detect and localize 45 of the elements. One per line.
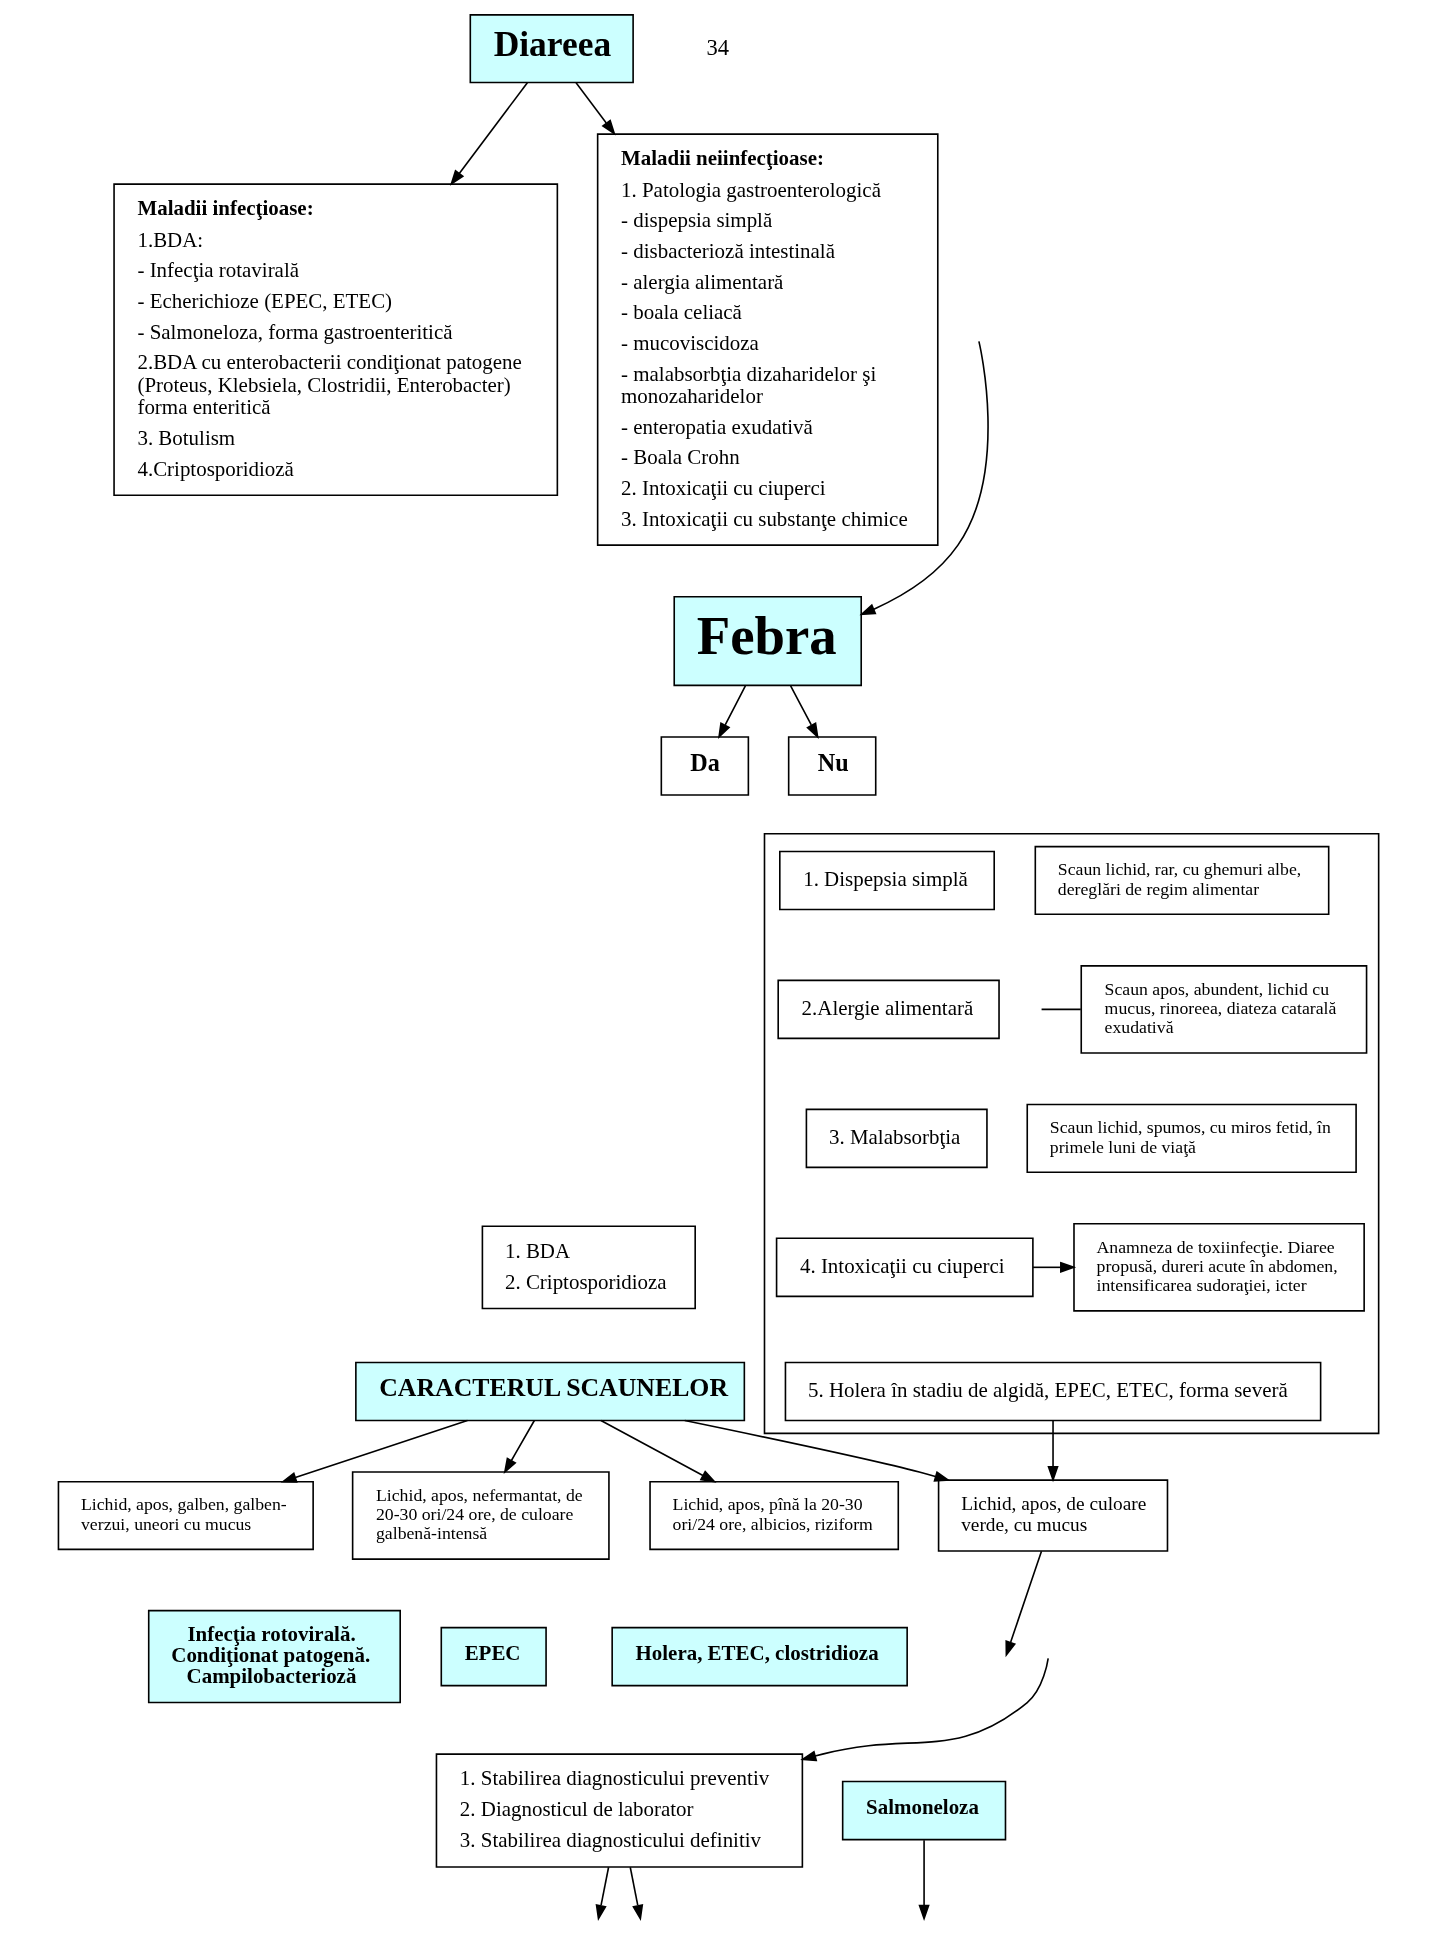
node-box: Maladii neiinfecţioase: 1. Patologia gastroenterologică - dispepsia simplă - disbacterioză intestinală - alergia alimentară - boala celiacă - mucoviscidoza - malabsorbţia dizaharidelor şi monozaharidelor - enteropatia exudativă - Boala Crohn 2. Intoxicaţii cu ciuperci 3. Intoxicaţii cu substanţe chimice: [596, 133, 939, 546]
arrow: [595, 1866, 610, 1921]
node-box: 1. BDA 2. Criptosporidioza: [481, 1225, 696, 1310]
node-box: Infecţia rotovirală. Condiţionat patogenă. Campilobacterioză: [147, 1609, 401, 1704]
node-box: Scaun lichid, rar, cu ghemuri albe, dereglări de regim alimentar: [1034, 845, 1330, 916]
node-box: Maladii infecţioase: 1.BDA: - Infecţia rotavirală - Echerichioze (EPEC, ETEC) - Salmoneloza, forma gastroenteritică 2.BDA cu enterobacterii condiţionat patogene (Proteus, Klebsiela, Clostridii, Enterobacter) forma enteritică 3. Botulism 4.Criptosporidioză: [113, 183, 559, 496]
arrow: [629, 1866, 644, 1921]
arrow: [575, 81, 616, 136]
arrow: [449, 81, 529, 186]
node-box: Febra: [673, 595, 862, 687]
node-box: EPEC: [440, 1626, 547, 1687]
arrow: [503, 1419, 536, 1475]
arrow: [1032, 1261, 1077, 1273]
node-box: CARACTERUL SCAUNELOR: [355, 1361, 746, 1422]
arrow: [600, 1419, 717, 1483]
arrow: [717, 685, 747, 739]
arrow: [1005, 1550, 1043, 1658]
arrow: [800, 1657, 1049, 1762]
arrow: [918, 1839, 930, 1921]
node-box: Scaun lichid, spumos, cu miros fetid, în primele luni de viaţă: [1026, 1103, 1357, 1174]
label: 34: [706, 34, 730, 60]
node-box: Holera, ETEC, clostridioza: [611, 1626, 908, 1687]
arrow: [859, 340, 989, 616]
node-box: 2.Alergie alimentară: [777, 979, 1000, 1040]
arrow: [789, 685, 819, 739]
node-box: Lichid, apos, de culoare verde, cu mucus: [937, 1479, 1169, 1552]
node-box: 4. Intoxicaţii cu ciuperci: [775, 1237, 1034, 1298]
node-box: 5. Holera în stadiu de algidă, EPEC, ETEC, forma severă: [784, 1361, 1322, 1422]
arrow: [280, 1419, 469, 1483]
node-box: Anamneza de toxiinfecţie. Diaree propusă, dureri acute în abdomen, intensificarea sudoraţiei, icter: [1073, 1223, 1365, 1312]
node-box: 3. Malabsorbţia: [805, 1108, 988, 1169]
node-box: Scaun apos, abundent, lichid cu mucus, rinoreea, diateza catarală exudativă: [1080, 965, 1368, 1054]
node-box: Lichid, apos, nefermantat, de 20-30 ori/24 ore, de culoare galbenă-intensă: [351, 1471, 610, 1560]
connector: [1040, 1008, 1082, 1011]
arrow: [1047, 1419, 1059, 1483]
node-box: 1. Stabilirea diagnosticului preventiv 2. Diagnosticul de laborator 3. Stabilirea diagnosticului definitiv: [435, 1753, 804, 1868]
node-box: Diareea: [469, 14, 634, 84]
arrow: [683, 1419, 951, 1482]
node-box: 1. Dispepsia simplă: [779, 850, 995, 911]
node-box: Lichid, apos, galben, galben-verzui, uneori cu mucus: [57, 1480, 314, 1551]
node-box: Salmoneloza: [841, 1780, 1007, 1841]
node-box: Lichid, apos, pînă la 20-30 ori/24 ore, albicios, riziform: [649, 1480, 900, 1551]
node-box: Da: [660, 736, 750, 796]
node-box: Nu: [787, 736, 877, 796]
cluster: [763, 832, 1380, 1435]
